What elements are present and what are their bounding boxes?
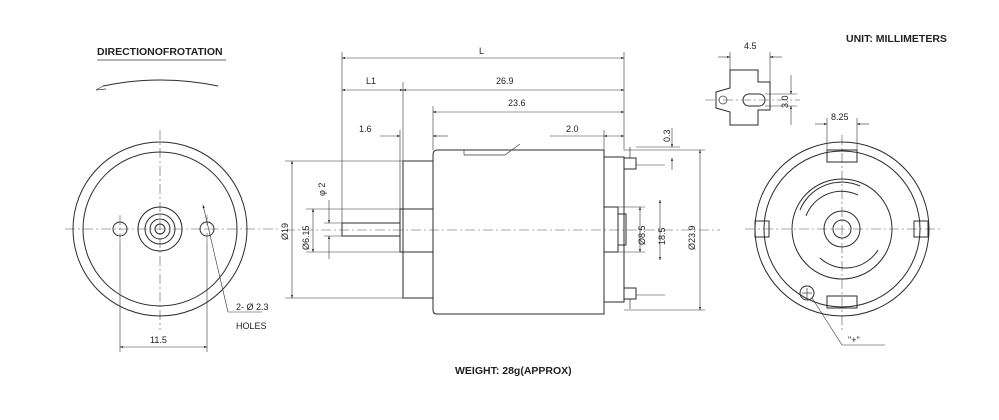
bushing-diameter-label: Ø6.15 [301,225,311,250]
flat-height-label: 18.5 [657,227,667,245]
rear-boss-diameter-label: Ø8.5 [637,225,647,245]
rear-view: "+" 8.25 [745,112,940,346]
can-length-label: 23.6 [508,98,526,108]
rotation-arrow [95,79,219,91]
front-view: 2- Ø 2.3 HOLES 11.5 [65,130,280,352]
hole-spacing-label: 11.5 [150,335,167,345]
positive-terminal-mark [799,285,815,301]
drawing-title: DIRECTIONOFROTATION [97,46,223,58]
shaft-step-label: 1.6 [359,124,372,134]
terminal-offset-label: 0.3 [662,129,672,142]
holes-word: HOLES [236,321,267,331]
terminal-detail: 4.5 3.0 [705,41,800,126]
terminal-slot-label: 3.0 [780,95,790,108]
body-diameter-label: Ø23.9 [687,225,697,250]
body-length-label: 26.9 [496,76,514,86]
polarity-mark-label: "+" [848,335,860,345]
weight-note: WEIGHT: 28g(APPROX) [455,365,572,377]
side-view: L L1 26.9 23.6 1.6 2.0 Ø19 Ø6.15 φ 2 [280,46,720,315]
overall-length-label: L [479,46,484,56]
shaft-diameter-label: φ 2 [317,183,327,196]
shaft-length-label: L1 [366,76,376,86]
terminal-width-label: 4.5 [744,41,757,51]
holes-label: 2- Ø 2.3 [236,302,269,312]
terminal-length-label: 2.0 [566,124,579,134]
terminal-spacing-label: 8.25 [831,112,849,122]
unit-note: UNIT: MILLIMETERS [846,33,947,45]
flange-diameter-label: Ø19 [280,223,290,240]
